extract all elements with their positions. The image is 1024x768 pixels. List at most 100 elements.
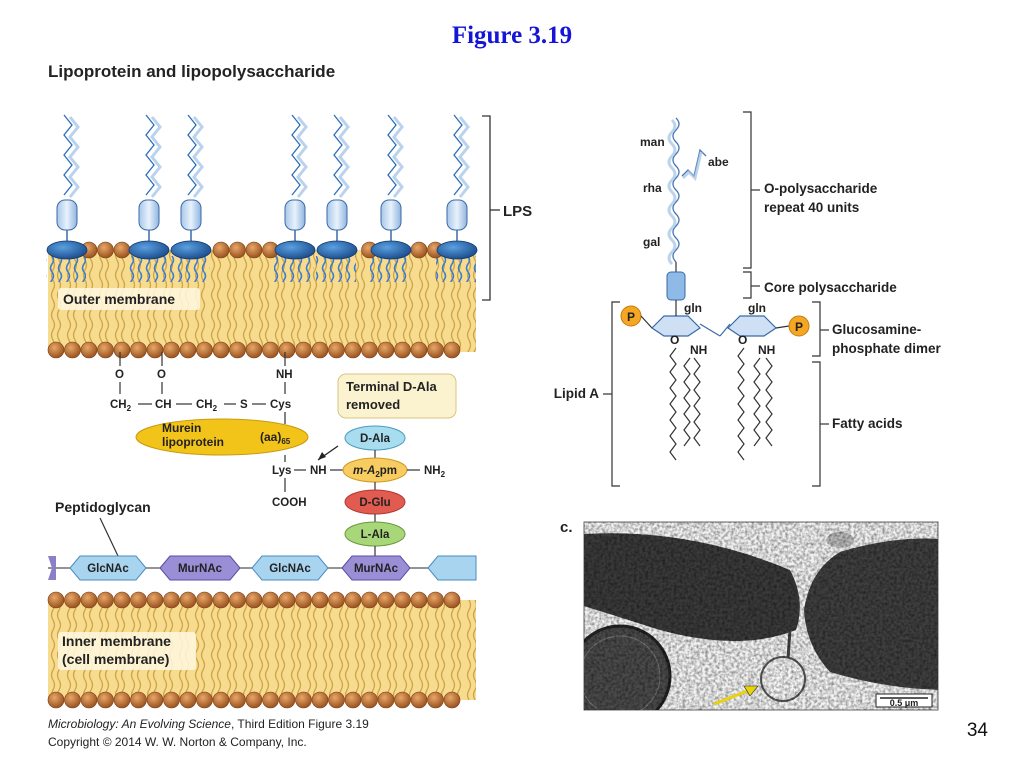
inner-membrane-head — [311, 691, 329, 709]
outer-membrane-head — [212, 341, 230, 359]
figure-title: Figure 3.19 — [451, 22, 573, 49]
inner-membrane-head — [361, 691, 378, 709]
terminal-label-2: removed — [346, 397, 400, 412]
outer-membrane-head — [410, 241, 428, 259]
outer-membrane-head — [113, 341, 131, 359]
edition-label: , Third Edition Figure 3.19 — [230, 717, 369, 731]
outer-membrane-head — [113, 241, 131, 259]
outer-membrane-head — [394, 341, 411, 359]
inner-membrane-head — [80, 691, 98, 709]
lps-core-capsule — [180, 199, 202, 231]
inner-membrane-head — [146, 691, 164, 709]
inner-membrane-head — [278, 591, 296, 609]
glucosamine-1 — [651, 315, 701, 337]
inner-membrane-head — [278, 691, 296, 709]
inner-membrane-head — [130, 591, 147, 609]
inner-membrane-label-2: (cell membrane) — [62, 651, 169, 667]
outer-membrane-head — [361, 341, 378, 359]
inner-membrane-head — [97, 691, 114, 709]
lps-lipid-a-head — [436, 240, 478, 260]
outer-membrane-head — [344, 341, 362, 359]
cooh-group: COOH — [272, 497, 307, 509]
d-glu-label: D-Glu — [359, 497, 390, 509]
lps-lipid-a-head — [170, 240, 212, 260]
membrane-diagram: LPS Outer membrane O CH2 O CH CH2 S NH C… — [46, 114, 532, 709]
nh-group-cys: NH — [276, 369, 293, 381]
lps-structure-diagram: man abe rha gal P P gln gln O NH O NH O-… — [554, 111, 942, 487]
ch2-middle: CH2 — [196, 399, 218, 413]
panel-c-label: c. — [560, 519, 573, 536]
nh-link-1: NH — [690, 343, 707, 357]
outer-membrane-head — [196, 341, 213, 359]
phosphate-right — [788, 315, 810, 337]
sugar-glcnac-2 — [251, 555, 329, 581]
outer-membrane-head — [443, 341, 461, 359]
inner-membrane-head — [196, 691, 213, 709]
o-link-2: O — [738, 333, 747, 347]
outer-membrane-head — [130, 341, 147, 359]
inner-membrane-head — [427, 691, 444, 709]
copyright-credit: Microbiology: An Evolving Science, Third… — [48, 715, 369, 751]
outer-membrane-head — [97, 241, 114, 259]
lps-core-capsule — [284, 199, 306, 231]
sulfur-atom: S — [240, 399, 248, 411]
inner-membrane-head — [179, 591, 197, 609]
lps-label: LPS — [503, 203, 532, 220]
glucosamine-label-2: phosphate dimer — [832, 341, 942, 356]
copyright-line: Copyright © 2014 W. W. Norton & Company,… — [48, 735, 307, 749]
book-title: Microbiology: An Evolving Science — [48, 717, 231, 731]
inner-membrane-head — [80, 591, 98, 609]
inner-membrane-head — [146, 591, 164, 609]
nh-link: NH — [310, 465, 327, 477]
inner-membrane-head — [212, 691, 230, 709]
murein-lipoprotein — [135, 418, 309, 456]
phosphate-right-label: P — [795, 320, 803, 334]
outer-membrane-head — [80, 341, 98, 359]
inner-membrane-head — [295, 691, 312, 709]
d-ala-label: D-Ala — [360, 433, 391, 445]
sugar-label-3: GlcNAc — [269, 563, 311, 575]
outer-membrane-head — [377, 341, 395, 359]
outer-membrane-head — [245, 241, 263, 259]
inner-membrane-head — [47, 591, 65, 609]
inner-membrane-head — [64, 591, 81, 609]
murein-label-2: lipoprotein — [162, 435, 224, 449]
inner-membrane-head — [196, 591, 213, 609]
inner-membrane-head — [443, 691, 461, 709]
outer-membrane-head — [146, 341, 164, 359]
inner-membrane-head — [328, 691, 345, 709]
inner-membrane-head — [130, 691, 147, 709]
o-polysaccharide-label-1: O-polysaccharide — [764, 181, 878, 196]
inner-membrane-head — [97, 591, 114, 609]
gln-label-2: gln — [748, 301, 766, 315]
lps-core-capsule — [326, 199, 348, 231]
inner-membrane-head — [262, 691, 279, 709]
sugar-label-4: MurNAc — [354, 563, 399, 575]
fatty-acid-chains — [669, 347, 773, 461]
sugar-glcnac-1 — [69, 555, 147, 581]
inner-membrane-head — [344, 691, 362, 709]
sugar-abe: abe — [708, 155, 729, 169]
sugar-murnac-2 — [341, 555, 411, 581]
outer-membrane-head — [328, 341, 345, 359]
inner-membrane-head — [245, 591, 263, 609]
inner-membrane-head — [443, 591, 461, 609]
inner-membrane-head — [295, 591, 312, 609]
sugar-label-2: MurNAc — [178, 563, 223, 575]
inner-membrane-head — [377, 691, 395, 709]
aa-label: (aa)65 — [260, 430, 291, 446]
inner-membrane-head — [344, 591, 362, 609]
glucosamine-2 — [727, 315, 777, 337]
core-polysaccharide-label: Core polysaccharide — [764, 280, 897, 295]
inner-membrane-head — [410, 691, 428, 709]
fatty-acids-label: Fatty acids — [832, 416, 903, 431]
m-a2pm-label: m-A2pm — [353, 465, 397, 479]
inner-membrane-head — [361, 591, 378, 609]
core-polysaccharide-block — [666, 271, 686, 301]
ch-group: CH — [155, 399, 172, 411]
outer-membrane-head — [212, 241, 230, 259]
lys-residue: Lys — [272, 465, 291, 477]
inner-membrane-head — [113, 591, 131, 609]
inner-membrane-head — [229, 691, 246, 709]
inner-membrane-head — [377, 591, 395, 609]
